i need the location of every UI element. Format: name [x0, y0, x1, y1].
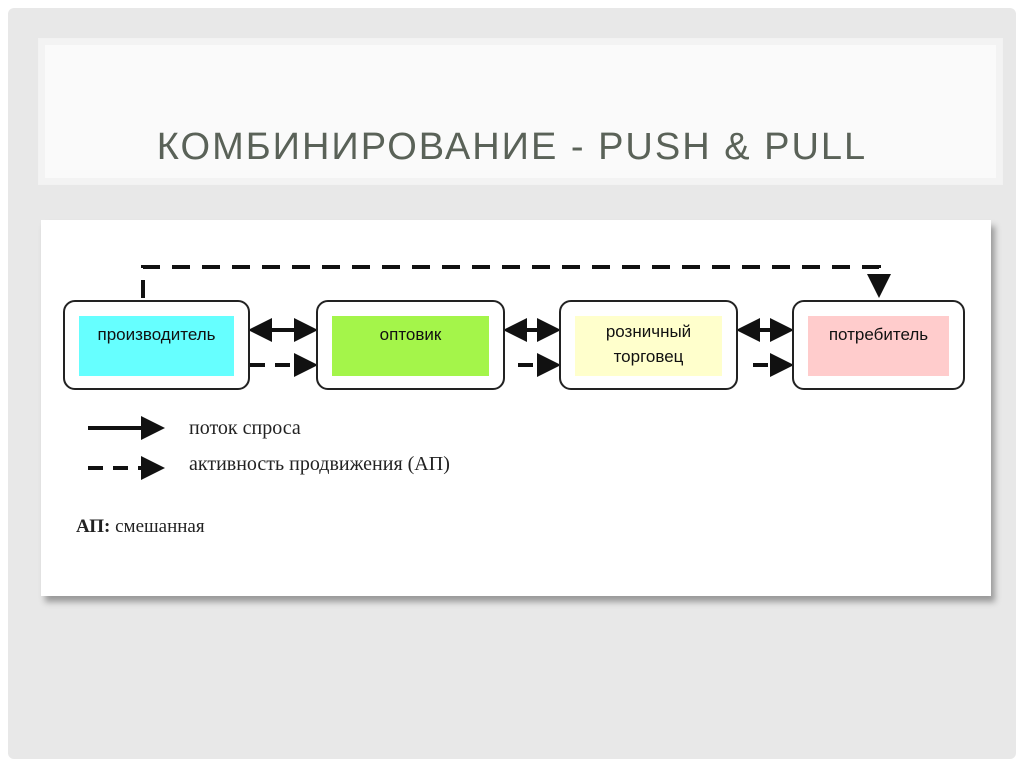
node-producer: производитель [63, 300, 250, 390]
node-wholesaler-label: оптовик [332, 316, 489, 376]
ap-label: АП: [76, 516, 111, 537]
node-producer-label: производитель [79, 316, 234, 376]
slide: КОМБИНИРОВАНИЕ - PUSH & PULL [8, 8, 1016, 759]
node-consumer: потребитель [792, 300, 965, 390]
node-wholesaler: оптовик [316, 300, 505, 390]
ap-value: смешанная [115, 516, 205, 537]
legend-demand-flow: поток спроса [189, 417, 301, 439]
diagram-arrows [88, 265, 891, 480]
title-box [38, 38, 1003, 185]
top-dashed-feedback-arrow [141, 265, 891, 298]
push-pull-diagram: производитель оптовик розничный торговец… [41, 220, 991, 596]
node-consumer-label: потребитель [808, 316, 949, 376]
legend-promotion-activity: активность продвижения (АП) [189, 453, 450, 475]
slide-title: КОМБИНИРОВАНИЕ - PUSH & PULL [156, 126, 868, 168]
node-retailer: розничный торговец [559, 300, 738, 390]
ap-note: АП: смешанная [76, 516, 205, 538]
node-retailer-label: розничный торговец [575, 316, 722, 376]
